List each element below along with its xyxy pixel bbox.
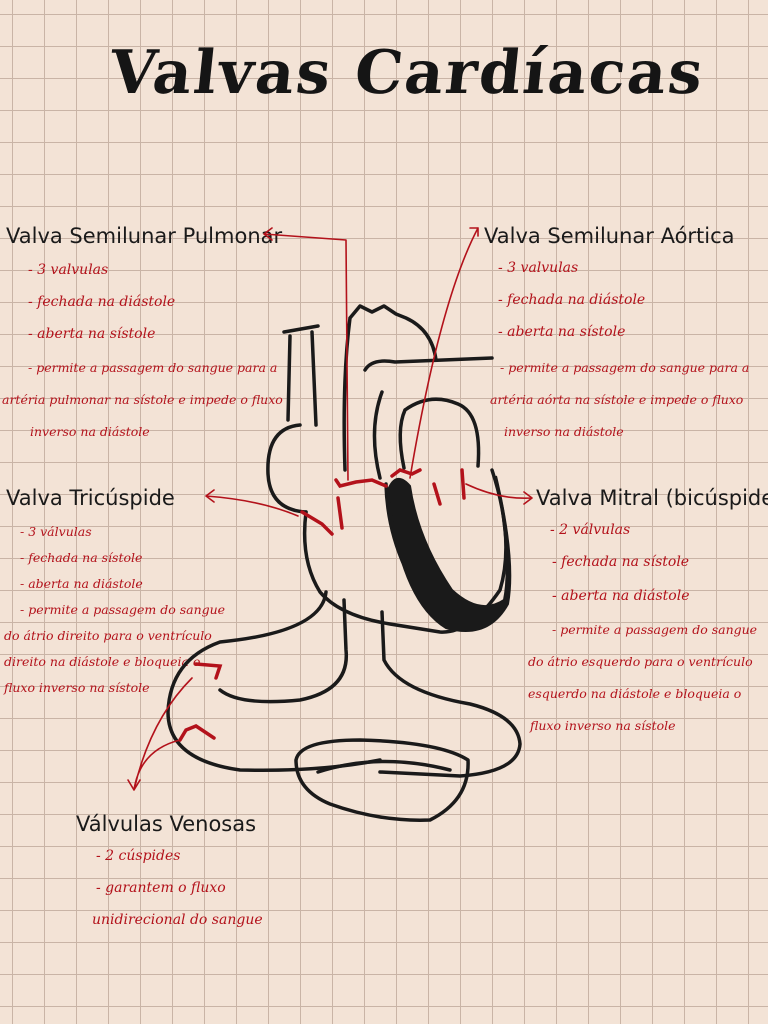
aortic-valve-mark [390, 468, 422, 478]
venosas-note: unidirecional do sangue [92, 912, 263, 928]
pulmonar-note: - aberta na sístole [28, 326, 156, 342]
inner-wall [218, 598, 349, 704]
aortica-note: - fechada na diástole [498, 292, 646, 308]
arrow-tricuspide [205, 489, 299, 517]
right-atrium [266, 423, 308, 514]
tricuspide-heading: Valva Tricúspide [6, 486, 175, 510]
arrow-venosas [127, 677, 193, 791]
aorta-arch [342, 304, 494, 480]
pulmonar-note: - permite a passagem do sangue para a [28, 360, 278, 375]
mitral-note: - 2 válvulas [550, 522, 631, 538]
pulmonary-valve-mark [334, 478, 388, 488]
mitral-note: - fechada na sístole [552, 554, 690, 570]
left-atrium [398, 397, 481, 470]
aortica-note: artéria aórta na sístole e impede o flux… [490, 392, 744, 407]
tricuspide-note: - permite a passagem do sangue [20, 602, 226, 617]
mitral-note: esquerdo na diástole e bloqueia o [528, 686, 742, 701]
pulmonar-note: artéria pulmonar na sístole e impede o f… [2, 392, 283, 407]
mitral-note: - permite a passagem do sangue [552, 622, 758, 637]
venous-valve-mark [178, 662, 223, 742]
mitral-heading: Valva Mitral (bicúspide) [536, 486, 768, 510]
venosas-note: - garantem o fluxo [96, 880, 226, 896]
tricuspide-note: - fechada na sístole [20, 550, 143, 565]
mitral-note: fluxo inverso na sístole [530, 718, 676, 733]
aortica-heading: Valva Semilunar Aórtica [484, 224, 735, 248]
pulmonar-note: - fechada na diástole [28, 294, 176, 310]
venosas-note: - 2 cúspides [96, 848, 181, 864]
tricuspide-note: direito na diástole e bloqueia o [4, 654, 201, 669]
pulmonar-note: - 3 valvulas [28, 262, 109, 278]
bottom-chamber [294, 738, 470, 822]
aortica-note: - permite a passagem do sangue para a [500, 360, 750, 375]
arrow-mitral [465, 483, 533, 505]
aortica-note: - 3 valvulas [498, 260, 579, 276]
mitral-note: - aberta na diástole [552, 588, 690, 604]
pulmonary-trunk [282, 324, 320, 427]
left-ventricle-lower [378, 610, 522, 778]
tricuspid-valve-mark [300, 496, 344, 536]
venosas-heading: Válvulas Venosas [76, 812, 257, 836]
aortica-note: - aberta na sístole [498, 324, 626, 340]
tricuspide-note: do átrio direito para o ventrículo [4, 628, 212, 643]
pulmonar-heading: Valva Semilunar Pulmonar [6, 224, 283, 248]
pulmonar-note: inverso na diástole [30, 424, 150, 439]
tricuspide-note: - aberta na diástole [20, 576, 143, 591]
tricuspide-note: - 3 válvulas [20, 524, 92, 539]
right-ventricle-lower [166, 590, 382, 773]
arrow-aortica [409, 227, 479, 479]
aortica-note: inverso na diástole [504, 424, 624, 439]
arrow-pulmonar [263, 227, 349, 481]
mitral-note: do átrio esquerdo para o ventrículo [528, 654, 753, 669]
myocardium-wall [386, 475, 512, 632]
mitral-valve-mark [432, 468, 466, 506]
tricuspide-note: fluxo inverso na sístole [4, 680, 150, 695]
